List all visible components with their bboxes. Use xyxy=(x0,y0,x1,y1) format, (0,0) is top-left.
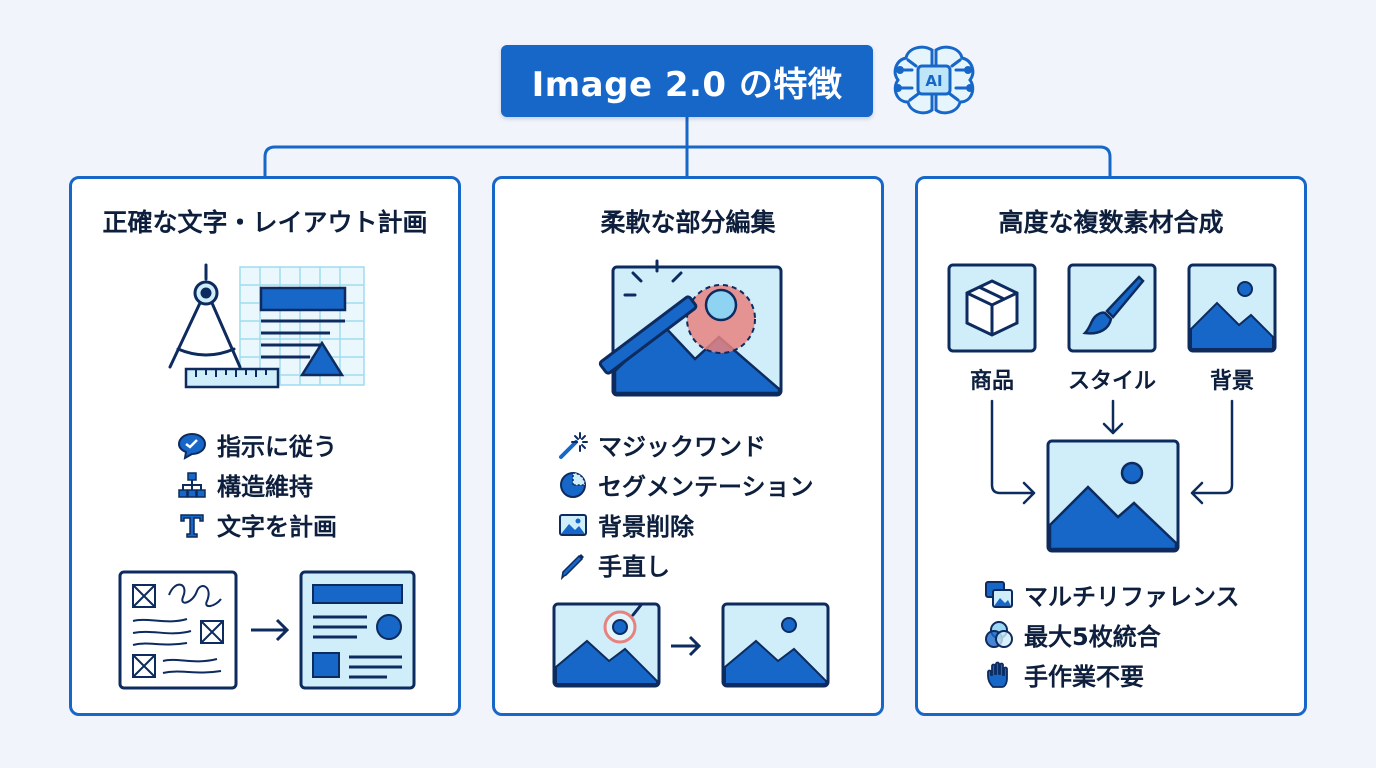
sketch-to-layout-illustration xyxy=(118,570,416,690)
image-icon xyxy=(558,510,588,540)
feature-item: 手直し xyxy=(558,547,670,582)
feature-label: 文字を計画 xyxy=(217,513,337,541)
ai-brain-icon: AI xyxy=(893,45,975,115)
feature-label: 構造維持 xyxy=(217,473,313,501)
landscape-icon xyxy=(1187,263,1277,353)
feature-item: マルチリファレンス xyxy=(984,577,1240,612)
merge-arrows-illustration xyxy=(990,399,1234,553)
pencil-icon xyxy=(558,550,588,580)
magic-wand-icon xyxy=(558,430,588,460)
feature-label: 背景削除 xyxy=(598,513,694,541)
title-box: Image 2.0 の特徴 xyxy=(501,45,873,117)
feature-item: 指示に従う xyxy=(177,427,337,462)
feature-label: 手直し xyxy=(598,553,670,581)
feature-label: マルチリファレンス xyxy=(1024,583,1240,611)
segment-pie-icon xyxy=(558,470,588,500)
hierarchy-icon xyxy=(177,470,207,500)
panel-title: 高度な複数素材合成 xyxy=(998,208,1224,237)
input-label-style: スタイル xyxy=(1067,369,1156,394)
paintbrush-icon xyxy=(1067,263,1157,353)
box-icon xyxy=(947,263,1037,353)
feature-item: 構造維持 xyxy=(177,467,313,502)
text-t-icon xyxy=(177,510,207,540)
panel-title: 正確な文字・レイアウト計画 xyxy=(102,208,428,237)
feature-item: 手作業不要 xyxy=(984,657,1144,692)
feature-label: 最大5枚統合 xyxy=(1024,623,1161,651)
stacked-images-icon xyxy=(984,580,1014,610)
chat-bubble-icon xyxy=(177,430,207,460)
magic-wand-edit-illustration xyxy=(598,259,783,397)
feature-item: 最大5枚統合 xyxy=(984,617,1161,652)
panel-partial-edit: 柔軟な部分編集 マジックワンド セグメンテーション xyxy=(492,176,884,716)
feature-label: セグメンテーション xyxy=(598,473,814,501)
feature-item: セグメンテーション xyxy=(558,467,814,502)
panel-text-layout: 正確な文字・レイアウト計画 xyxy=(69,176,461,716)
feature-item: 背景削除 xyxy=(558,507,694,542)
overlap-circles-icon xyxy=(984,620,1014,650)
feature-label: 手作業不要 xyxy=(1024,663,1144,691)
panel-multi-composite: 高度な複数素材合成 商品 スタイル 背景 xyxy=(915,176,1307,716)
feature-label: マジックワンド xyxy=(598,433,766,461)
feature-label: 指示に従う xyxy=(217,433,337,461)
page-title: Image 2.0 の特徴 xyxy=(531,64,843,105)
input-label-product: 商品 xyxy=(969,369,1014,394)
panel-title: 柔軟な部分編集 xyxy=(600,208,776,237)
brain-ai-label: AI xyxy=(925,72,942,90)
layout-planning-illustration xyxy=(168,263,365,389)
feature-item: 文字を計画 xyxy=(177,507,337,542)
feature-item: マジックワンド xyxy=(558,427,766,462)
retouch-before-after-illustration xyxy=(552,602,830,688)
hand-icon xyxy=(984,660,1014,690)
input-label-background: 背景 xyxy=(1209,369,1254,394)
